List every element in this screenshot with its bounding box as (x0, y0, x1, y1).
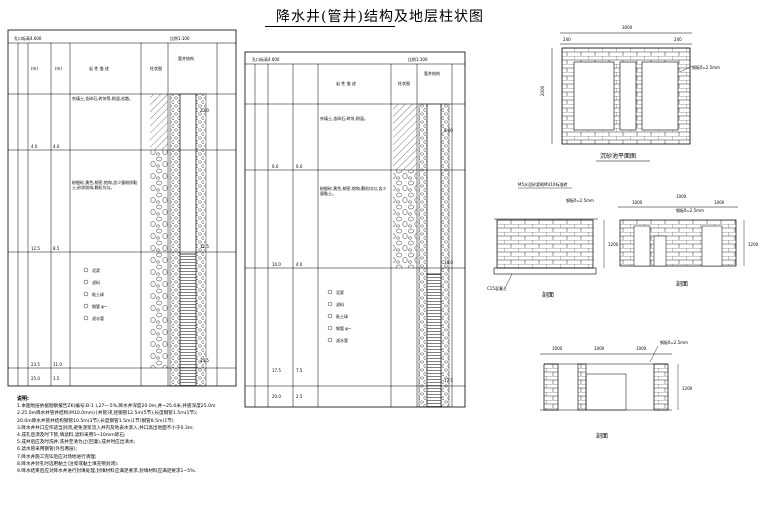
section-c-dim-3: 1000 (636, 346, 647, 351)
notes-line-5: 4.成孔后须及时下管,填滤料,滤料采用5~10mm砾石; (17, 433, 126, 439)
log2-depth-1: 6.0 (272, 164, 279, 169)
section-c-caption: 剖面 (596, 432, 608, 440)
log1-depth-4: 25.0 (31, 376, 40, 381)
log2-head-left: 孔口标高4.600 (252, 56, 280, 62)
log1-mark-1: 2.00 (200, 108, 209, 113)
section-c-dim-1: 1000 (552, 346, 563, 351)
log1-legend-2: 滤料 (92, 279, 100, 285)
log1-elev-3: 11.0 (53, 362, 62, 367)
log2-elev-3: 7.5 (296, 368, 303, 373)
log1-elev-4: 1.5 (53, 376, 60, 381)
plan-wall-note: 钢板δ=2.5mm (692, 64, 720, 70)
section-a-ground: C15混凝土 (487, 285, 507, 291)
log2-legend-5: 滤水管 (336, 337, 348, 343)
section-a-note2: 钢板δ=2.5mm (566, 197, 594, 203)
log1-mark-2: 12.5 (200, 244, 209, 249)
section-b-mid: 1000 (676, 194, 687, 199)
log2-legend-1: 泥浆 (336, 289, 344, 295)
log2-legend-4: 钢管 φ~ (336, 325, 351, 331)
log2-legend-3: 粘土球 (336, 313, 348, 319)
log1-depth-2: 12.5 (31, 246, 40, 251)
notes-line-1: 1.本图地层依据勘察报告ZK(编号:B-1 ),27~-5%,降水井深度20.0… (17, 404, 216, 410)
section-a-dim: 1200 (608, 242, 619, 247)
notes-line-10: 9.降水结束后应对降水井进行封填处理,封填材料应满足要求,封填材料应满足要求1~… (17, 469, 197, 475)
log1-desc-1: 杂填土,含碎石,砖块等,稍湿,松散。 (72, 96, 134, 101)
log1-head-right: 比例1:100 (170, 35, 190, 41)
log2-depth-3: 17.5 (272, 368, 281, 373)
log2-desc-2: 粉细砂,黄色,稍密,饱和,颗粒均匀,含少量黏土。 (320, 186, 387, 196)
design-notes: 说明: 1.本图地层依据勘察报告ZK(编号:B-1 ),27~-5%,降水井深度… (17, 396, 377, 475)
section-b-note: 钢板δ=2.5mm (676, 207, 704, 213)
tank-section-a: M5水泥砂浆砌MU10标准砖 钢板δ=2.5mm 1200 C15混凝土 剖面 (487, 181, 619, 299)
log2-mark-1: 2.00 (444, 128, 453, 133)
log1-mark-3: 23.5 (200, 358, 209, 363)
log1-depth-3: 23.5 (31, 362, 40, 367)
log2-depth-2: 10.0 (272, 262, 281, 267)
notes-line-7: 6.滤水管采用钢管(外包两层); (17, 447, 78, 453)
log1-head-left: 孔口标高4.600 (14, 35, 42, 41)
borehole-log-1: 孔口标高4.600 比例1:100 (m) (m) 岩 性 描 述 柱状图 管井… (7, 29, 237, 387)
tank-section-b: 1000 1000 1000 钢板δ=2.5mm 1200 剖面 (618, 194, 759, 288)
log1-legend-3: 粘土球 (92, 291, 104, 297)
log1-col-plot: 柱状图 (150, 65, 162, 71)
tank-section-c: 1000 1000 1000 钢板δ=2.5mm 1200 剖面 (540, 339, 693, 440)
section-b-caption: 剖面 (676, 280, 688, 288)
log1-desc-2: 粉细砂,黄色,稍密,饱和,含少量粉质黏土,砂质较纯,颗粒均匀。 (72, 180, 138, 190)
plan-left-dim: 240 (563, 37, 571, 42)
log1-elev-2: 8.5 (53, 246, 60, 251)
log1-legend-1: 泥浆 (92, 267, 100, 273)
page-title: 降水井(管井)结构及地层柱状图 (276, 9, 484, 25)
section-a-note1: M5水泥砂浆砌MU10标准砖 (518, 181, 567, 187)
section-c-dim-2: 1000 (594, 346, 605, 351)
log1-col-depth2: (m) (55, 66, 62, 71)
notes-line-6: 5.成井后应及时洗井,洗井至清为止(回灌),成井时应出清水; (17, 440, 136, 446)
log2-legend: 泥浆 滤料 粘土球 钢管 φ~ 滤水管 (327, 289, 351, 343)
log1-legend: 泥浆 滤料 粘土球 钢管 φ~ 滤水管 (83, 267, 107, 321)
log2-elev-4: 2.5 (296, 394, 303, 399)
section-b-top: 1000 (632, 200, 643, 205)
borehole-log-2: 孔口标高4.600 比例1:100 岩 性 描 述 柱状图 管井结构 6.0 6… (244, 51, 466, 408)
section-b-mid2: 1000 (714, 200, 725, 205)
log2-col-well: 管井结构 (424, 70, 440, 76)
section-b-h: 1200 (748, 242, 759, 247)
notes-line-2: 2.25.0m降水井管井结构(M10.0mm){井管)孔径钢管12.5m(5节)… (17, 411, 198, 417)
plan-width-label: 3000 (622, 25, 633, 30)
log2-head-right: 比例1:100 (408, 56, 428, 62)
log1-depth-1: 4.0 (31, 144, 38, 149)
log1-legend-4: 钢管 φ~ (92, 303, 107, 309)
log1-col-depth1: (m) (31, 66, 38, 71)
plan-side-label: 2000 (540, 85, 545, 96)
log2-legend-2: 滤料 (336, 301, 344, 307)
log1-col-desc: 岩 性 描 述 (89, 65, 109, 71)
notes-line-9: 8.降水井封孔时选用黏土(注浆或黏土填充物封闭); (17, 461, 119, 467)
notes-line-4: 3.降水井井口应作适当封闭,避免泥浆流入井内及地表水渗入,井口高出地面不小于0.… (17, 425, 194, 431)
log2-elev-2: 4.0 (296, 262, 303, 267)
title-underline (265, 26, 395, 27)
log1-legend-5: 滤水管 (92, 315, 104, 321)
section-a-caption: 剖面 (542, 291, 554, 299)
log2-depth-4: 20.0 (272, 394, 281, 399)
log2-col-plot: 柱状图 (398, 80, 410, 86)
notes-line-3: 20.0m降水井管井结构钢管10.5m(3节),长度钢管1.5m(1节)钢管8.… (17, 418, 174, 424)
log2-mark-3: 17.5 (444, 378, 453, 383)
log1-col-well: 管井结构 (178, 55, 194, 61)
log2-mark-2: 10.0 (444, 260, 453, 265)
section-c-h: 1200 (682, 386, 693, 391)
log2-col-desc: 岩 性 描 述 (336, 80, 356, 86)
section-c-note: 钢板δ=2.5mm (660, 339, 688, 345)
sedimentation-tank-plan: 3000 240 240 2000 钢板δ=2.5mm 沉砂池平面图 (540, 25, 720, 162)
log2-desc-1: 杂填土,含碎石,砖块,稍湿。 (320, 116, 368, 121)
plan-right-dim: 240 (674, 37, 682, 42)
notes-heading: 说明: (17, 396, 29, 402)
log1-elev-1: 4.0 (53, 144, 60, 149)
plan-caption: 沉砂池平面图 (600, 152, 636, 160)
notes-line-8: 7.降水井施工完毕后应对场地进行清理; (17, 454, 97, 460)
log2-elev-1: 6.0 (296, 164, 303, 169)
